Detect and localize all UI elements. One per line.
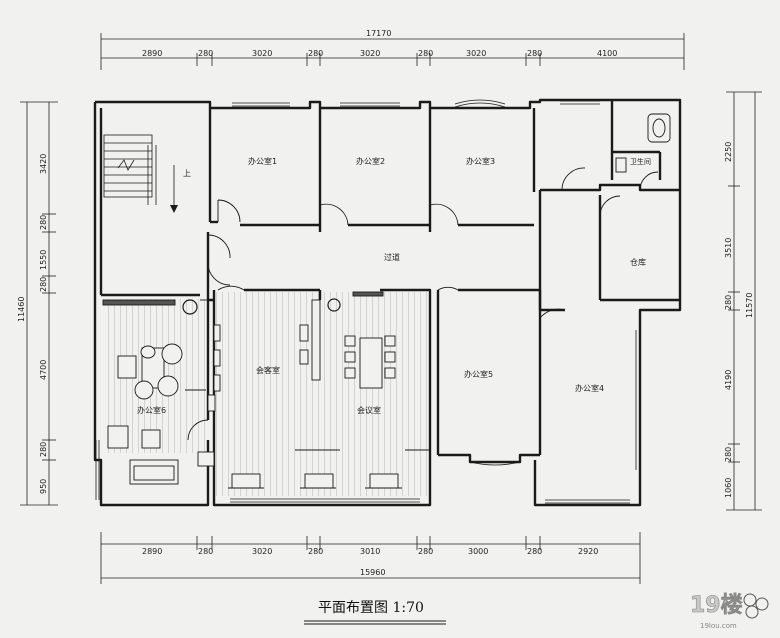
top-dim-4: 280 [308,49,323,58]
left-dim-1: 3420 [39,154,48,174]
stair-up-label: 上 [183,169,191,178]
room-label-meeting: 会议室 [357,405,381,415]
right-dim-6: 1060 [724,478,733,498]
right-dim-4: 4190 [724,370,733,390]
room-label-office3: 办公室3 [466,156,495,166]
plant-icon [327,298,341,312]
bottom-dim-2: 280 [198,547,213,556]
room-label-reception: 会客室 [256,365,280,375]
top-dimension-lines [100,33,685,70]
top-total-dimension: 17170 [366,29,391,38]
room-label-office5: 办公室5 [464,369,493,379]
room-label-office4: 办公室4 [575,383,604,393]
right-dimension-lines [726,91,762,511]
top-dim-7: 3020 [466,49,486,58]
right-dim-3: 280 [724,295,733,310]
doors [187,167,659,441]
top-dim-1: 2890 [142,49,162,58]
left-total-dimension: 11460 [17,297,26,322]
right-total-dimension: 11570 [745,293,754,318]
left-dim-5: 4700 [39,360,48,380]
bottom-dimension-lines [100,532,641,584]
top-dim-8: 280 [527,49,542,58]
room-label-toilet: 卫生间 [630,157,651,166]
plant-icon [182,299,198,315]
left-dim-7: 950 [39,479,48,494]
top-dim-5: 3020 [360,49,380,58]
room-label-corridor: 过道 [384,252,400,262]
left-dim-2: 280 [39,215,48,230]
office6-furniture [102,299,206,485]
left-dim-6: 280 [39,442,48,457]
bottom-dim-3: 3020 [252,547,272,556]
windows [95,99,637,504]
bottom-dim-7: 3000 [468,547,488,556]
bottom-dim-6: 280 [418,547,433,556]
toilet-fixtures [615,113,671,173]
room-label-office2: 办公室2 [356,156,385,166]
room-label-office6: 办公室6 [137,405,166,415]
top-dim-3: 3020 [252,49,272,58]
left-dimension-lines [20,101,58,506]
room-label-storage: 仓库 [630,257,646,267]
top-dim-6: 280 [418,49,433,58]
bottom-dim-8: 280 [527,547,542,556]
bottom-dim-1: 2890 [142,547,162,556]
bottom-dim-4: 280 [308,547,323,556]
watermark-logo: 19楼 19lou.com [690,593,769,630]
bottom-dim-5: 3010 [360,547,380,556]
svg-text:19楼: 19楼 [690,593,743,618]
reception-furniture [197,291,430,489]
room-label-office1: 办公室1 [248,156,277,166]
left-dim-4: 280 [39,277,48,292]
right-dim-5: 280 [724,447,733,462]
left-dim-3: 1550 [39,250,48,270]
right-dim-2: 3510 [724,238,733,258]
bottom-total-dimension: 15960 [360,568,385,577]
reception-floor-hatch [214,292,430,496]
top-dim-9: 4100 [597,49,617,58]
drawing-title: 平面布置图 1:70 [318,600,424,616]
right-dim-1: 2250 [724,142,733,162]
svg-text:19lou.com: 19lou.com [700,622,737,630]
top-dim-2: 280 [198,49,213,58]
staircase [103,134,175,205]
bottom-dim-9: 2920 [578,547,598,556]
stair-arrow-icon [170,205,178,213]
